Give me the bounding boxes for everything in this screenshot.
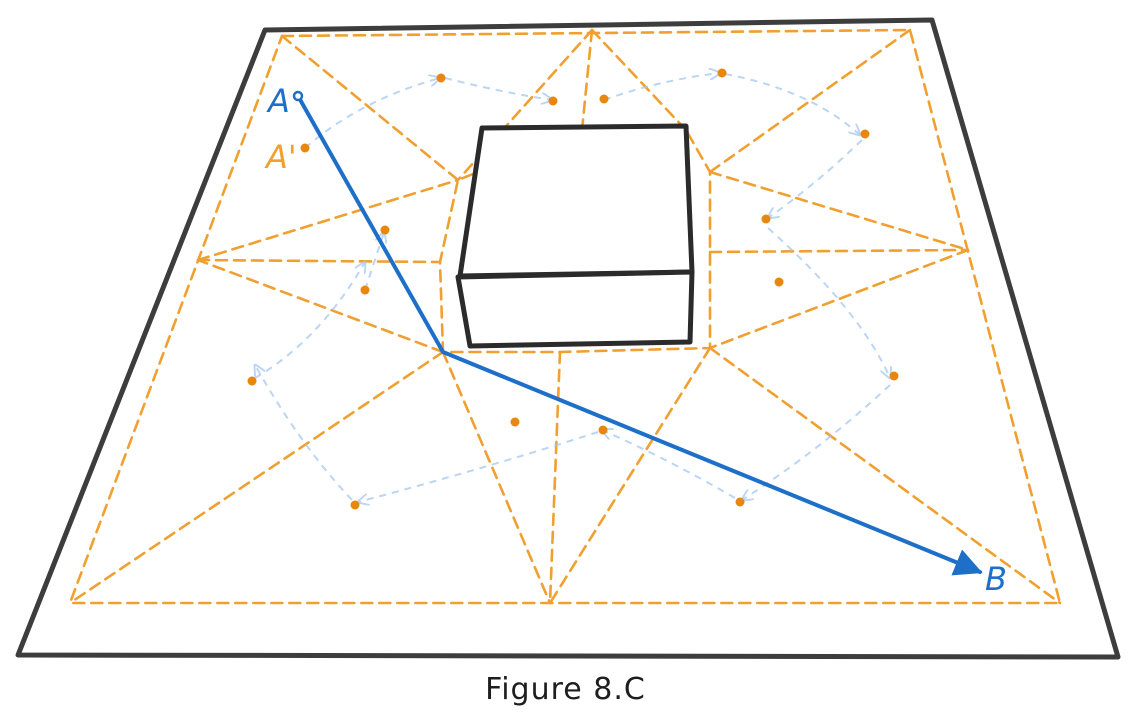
label-a: A — [266, 82, 290, 120]
adjacency-edge — [603, 73, 720, 101]
centroid-dot — [360, 285, 370, 295]
centroid-dot — [247, 376, 257, 386]
navmesh-centroids — [247, 68, 899, 510]
label-b: B — [985, 560, 1007, 598]
adjacency-edge — [724, 73, 860, 135]
navmesh-edge — [708, 248, 970, 350]
adjacency-edge — [742, 384, 891, 500]
obstacle-top-face — [457, 123, 695, 279]
navmesh-edge — [590, 28, 688, 132]
adjacency-edge — [768, 139, 863, 218]
centroid-dot — [436, 73, 446, 83]
path-a-to-b — [292, 90, 983, 576]
adjacency-edge — [602, 430, 736, 499]
centroid-dot — [380, 225, 390, 235]
obstacle-front-face — [455, 269, 695, 349]
floor-plane — [15, 17, 1121, 660]
adjacency-edge — [767, 227, 890, 378]
navmesh-outer-boundary — [68, 28, 1062, 605]
navmesh-edge — [708, 248, 970, 254]
label-a-prime: A' — [264, 138, 297, 176]
centroid-dot — [717, 68, 727, 78]
navmesh-edge — [708, 28, 912, 174]
navmesh-edge — [580, 28, 594, 132]
centroid-dot — [300, 143, 310, 153]
navmesh-edge — [548, 350, 562, 605]
figure-caption: Figure 8.C — [485, 672, 646, 707]
adjacency-edge — [444, 77, 552, 100]
navmesh-edge — [196, 258, 442, 264]
navmesh-edge — [196, 258, 445, 354]
navmesh-edge — [280, 34, 460, 182]
navmesh-edge — [708, 170, 970, 252]
centroid-dot — [599, 94, 609, 104]
adjacency-edge — [254, 262, 365, 379]
adjacency-edge — [364, 232, 384, 291]
navmesh-edge — [196, 178, 460, 262]
adjacency-edge — [255, 365, 353, 501]
centroid-dot — [548, 96, 558, 106]
obstacle-box — [455, 123, 695, 349]
centroid-dot — [598, 425, 608, 435]
navmesh-inner-ring — [438, 128, 712, 354]
path-start-point — [292, 90, 304, 102]
centroid-dot — [761, 214, 771, 224]
navmesh-edge — [548, 346, 712, 605]
navmesh-edge — [708, 346, 1062, 605]
navmesh-edge — [441, 350, 552, 605]
path-line — [296, 94, 983, 576]
centroid-dot — [860, 129, 870, 139]
adjacency-edge — [358, 431, 599, 502]
adjacency-edge — [304, 78, 440, 149]
centroid-dot — [350, 500, 360, 510]
navmesh-edges — [68, 28, 1062, 605]
navmesh-edge — [68, 350, 445, 605]
centroid-dot — [889, 371, 899, 381]
adjacency-graph — [255, 73, 890, 502]
centroid-dot — [735, 497, 745, 507]
centroid-dot — [510, 417, 520, 427]
centroid-dot — [774, 277, 784, 287]
